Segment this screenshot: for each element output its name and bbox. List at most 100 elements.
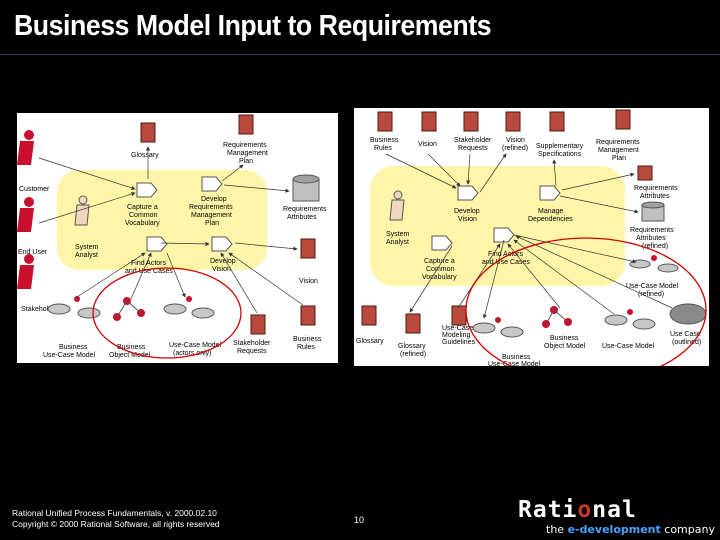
svg-text:Develop: Develop — [201, 196, 227, 203]
svg-text:Management: Management — [598, 147, 639, 154]
svg-text:Plan: Plan — [612, 155, 626, 162]
svg-text:Rules: Rules — [297, 344, 315, 351]
svg-text:Use-Case Model: Use-Case Model — [626, 283, 679, 290]
svg-text:Use-Case Model: Use-Case Model — [488, 361, 541, 366]
svg-text:Capture a: Capture a — [424, 258, 455, 265]
activity-develop-rmp: Develop Requirements Management Plan — [189, 176, 233, 227]
svg-text:Modeling: Modeling — [442, 332, 471, 339]
svg-text:End User: End User — [18, 249, 48, 256]
activity-region — [370, 166, 625, 286]
glossary-refined-doc: Glossary(refined) — [398, 313, 426, 358]
use-case-outlined: Use Case(outlined) — [669, 303, 707, 346]
footer-line-1: Rational Unified Process Fundamentals, v… — [12, 508, 217, 518]
actor-end-user: End User — [17, 197, 48, 256]
svg-text:Object Model: Object Model — [109, 352, 151, 359]
svg-text:(refined): (refined) — [502, 145, 528, 152]
svg-text:Glossary: Glossary — [398, 343, 426, 350]
svg-text:and Use Cases: and Use Cases — [125, 268, 173, 275]
svg-text:Customer: Customer — [19, 186, 50, 193]
worker-system-analyst: System Analyst — [74, 195, 99, 259]
svg-text:Develop: Develop — [454, 208, 480, 215]
svg-text:Find Actors: Find Actors — [131, 260, 167, 267]
slide-title: Business Model Input to Requirements — [14, 10, 492, 42]
logo-tagline: the e-development company — [546, 523, 715, 536]
svg-text:Business: Business — [293, 336, 322, 343]
svg-text:(refined): (refined) — [638, 291, 664, 298]
svg-text:Vocabulary: Vocabulary — [422, 274, 457, 281]
svg-text:Requirements: Requirements — [634, 185, 678, 192]
business-use-case-model: Business Use-Case Model — [43, 296, 101, 359]
top-doc-vision-refined: Vision(refined) — [502, 111, 528, 152]
svg-text:Requests: Requests — [237, 348, 267, 355]
actor-customer: Customer — [17, 130, 50, 193]
svg-text:Find Actors: Find Actors — [488, 251, 524, 258]
svg-text:Business: Business — [550, 335, 579, 342]
svg-text:(outlined): (outlined) — [672, 339, 701, 346]
svg-text:Attributes: Attributes — [640, 193, 670, 200]
title-divider — [0, 54, 720, 55]
svg-text:Stakeholder: Stakeholder — [454, 137, 492, 144]
svg-text:Management: Management — [227, 150, 268, 157]
svg-text:Analyst: Analyst — [386, 239, 409, 246]
activity-find-actors: Find Actors and Use Cases — [125, 236, 173, 275]
svg-text:Stakeholder: Stakeholder — [233, 340, 271, 347]
highlight-circle — [465, 237, 707, 366]
svg-text:(actors only): (actors only) — [173, 350, 212, 357]
svg-text:Vision: Vision — [458, 216, 477, 223]
highlight-circle — [92, 267, 242, 359]
business-rules-doc: Business Rules — [293, 305, 322, 351]
svg-text:Stakeholder: Stakeholder — [21, 306, 59, 313]
svg-text:Common: Common — [129, 212, 158, 219]
svg-text:Vision: Vision — [299, 278, 318, 285]
actor-stakeholder: Stakeholder — [17, 254, 59, 313]
left-flow-arrows — [38, 146, 304, 314]
svg-text:Glossary: Glossary — [356, 338, 384, 345]
svg-text:Business: Business — [370, 137, 399, 144]
svg-text:Attributes: Attributes — [287, 214, 317, 221]
svg-text:Vision: Vision — [418, 141, 437, 148]
svg-text:Requirements: Requirements — [283, 206, 327, 213]
svg-text:Business: Business — [502, 354, 531, 361]
svg-text:Guidelines: Guidelines — [442, 339, 476, 346]
right-flow-arrows — [385, 153, 673, 319]
business-object-model: Business Object Model — [109, 297, 151, 359]
glossary-doc: Glossary — [356, 305, 384, 345]
left-diagram: Customer End User Stakeholder Glossary R… — [17, 113, 338, 363]
svg-text:Business: Business — [59, 344, 88, 351]
svg-text:Requirements: Requirements — [189, 204, 233, 211]
svg-text:Requirements: Requirements — [630, 227, 674, 234]
svg-text:Use-Case Model: Use-Case Model — [169, 342, 222, 349]
svg-text:Attributes: Attributes — [636, 235, 666, 242]
svg-text:Analyst: Analyst — [75, 252, 98, 259]
svg-text:Supplementary: Supplementary — [536, 143, 584, 150]
svg-text:Plan: Plan — [205, 220, 219, 227]
svg-text:Capture a: Capture a — [127, 204, 158, 211]
svg-text:Plan: Plan — [239, 158, 253, 165]
top-doc-vision: Vision — [418, 111, 437, 148]
left-diagram-svg: Customer End User Stakeholder Glossary R… — [17, 114, 327, 359]
rational-logo: Rational — [518, 497, 637, 523]
use-case-model-actors-only: Use-Case Model (actors only) — [163, 296, 222, 357]
svg-text:Common: Common — [426, 266, 455, 273]
svg-text:Vocabulary: Vocabulary — [125, 220, 160, 227]
svg-text:Vision: Vision — [506, 137, 525, 144]
svg-text:Use Case: Use Case — [670, 331, 701, 338]
svg-text:Business: Business — [117, 344, 146, 351]
svg-text:Rules: Rules — [374, 145, 392, 152]
svg-text:(refined): (refined) — [400, 351, 426, 358]
svg-text:Vision: Vision — [212, 266, 231, 273]
vision-doc: Vision — [299, 238, 318, 285]
